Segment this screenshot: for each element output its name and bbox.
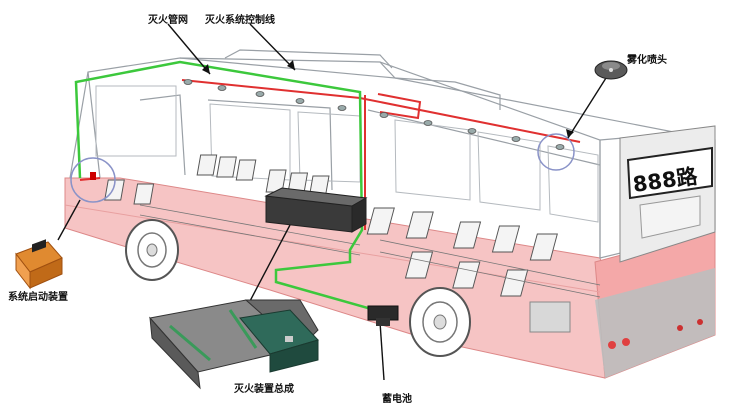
nozzle-detail (594, 60, 628, 80)
label-pipe-network: 灭火管网 (148, 15, 188, 26)
device-assembly-detail (149, 299, 319, 390)
rear-wheel (409, 287, 471, 357)
battery-in-bus (367, 305, 399, 321)
label-device-assembly: 灭火装置总成 (234, 384, 294, 395)
front-wheel (125, 219, 179, 281)
startup-callout-circle (70, 157, 116, 203)
label-nozzle: 雾化喷头 (627, 55, 667, 66)
label-startup-device: 系统启动装置 (8, 292, 68, 303)
label-battery: 蓄电池 (382, 394, 412, 405)
pipe-network (74, 60, 374, 317)
bus-seat-frames (139, 204, 601, 298)
bus-front: 888路 (619, 125, 716, 263)
bus-rear-details (529, 301, 703, 349)
startup-indicator (90, 172, 96, 180)
nozzle-callout-circle (537, 133, 575, 171)
fire-device-in-bus (264, 187, 368, 233)
label-control-line: 灭火系统控制线 (205, 15, 275, 26)
battery-detail (376, 318, 390, 326)
roof-nozzles (183, 79, 565, 150)
bus-seats (104, 154, 558, 297)
leader-arrowheads (202, 60, 574, 138)
bus-windows (95, 85, 599, 223)
startup-device-detail (15, 239, 63, 290)
